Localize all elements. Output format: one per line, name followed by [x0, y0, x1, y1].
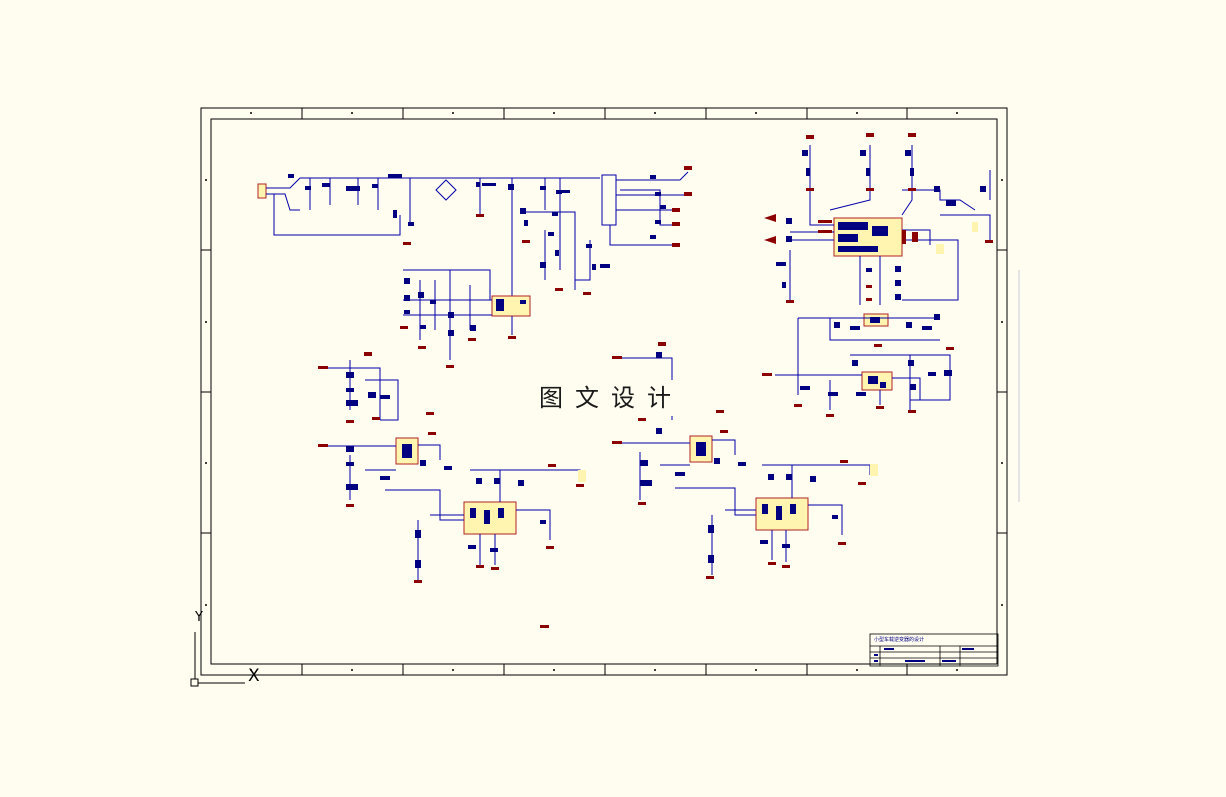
stray-power-symbol [540, 625, 549, 628]
circuit-driver-right-power-symbols [612, 342, 866, 579]
frame-zone-ticks [201, 108, 1007, 675]
right-edge-scrollbar[interactable] [1018, 270, 1020, 502]
circuit-pwm-power-symbols [400, 326, 516, 368]
circuit-regulators-components [800, 314, 952, 396]
title-block-grid [869, 633, 999, 667]
circuit-driver-left-components [346, 372, 586, 568]
watermark-text: 图文设计 [530, 380, 692, 416]
title-block-fields [874, 648, 974, 662]
ucs-x-label: X [248, 666, 260, 686]
circuit-input-power-symbols [403, 166, 692, 295]
circuit-pwm-components [404, 278, 526, 336]
circuit-mcu-power-symbols [764, 133, 993, 303]
ucs-y-label: Y [195, 610, 203, 625]
circuit-input-components [288, 174, 666, 270]
title-block: 小型车载逆变器的设计 [870, 634, 998, 666]
frame-zone-dots [205, 112, 1003, 671]
title-block-title: 小型车载逆变器的设计 [874, 637, 925, 643]
circuit-mcu-components [776, 150, 986, 300]
ucs-icon [190, 632, 245, 687]
circuit-input-stage[interactable] [257, 171, 690, 300]
circuit-regulators-power-symbols [762, 344, 954, 417]
circuit-driver-left-power-symbols [318, 352, 584, 583]
circuit-driver-left[interactable] [318, 360, 581, 580]
circuit-mcu[interactable] [789, 145, 991, 305]
